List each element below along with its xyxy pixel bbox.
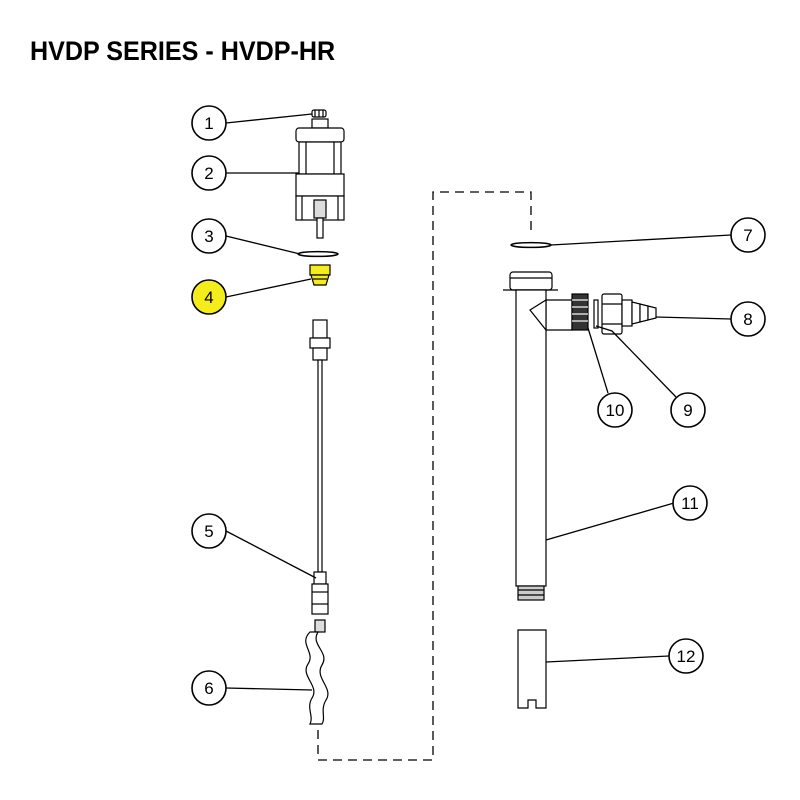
callout-9-circle xyxy=(670,392,706,428)
callout-7-label: 7 xyxy=(743,226,752,245)
callout-8: 8 xyxy=(730,301,766,337)
part-9-gasket xyxy=(593,299,599,329)
leader-6 xyxy=(225,687,313,691)
part-8-hose-barb xyxy=(601,293,657,335)
assembly-connector-line xyxy=(317,191,532,761)
callout-2-circle xyxy=(191,155,227,191)
leader-7 xyxy=(550,234,732,246)
callout-1: 1 xyxy=(191,105,227,141)
part-1-cap-screw xyxy=(311,109,327,118)
callout-9-label: 9 xyxy=(683,401,692,420)
callout-10-label: 10 xyxy=(606,401,625,420)
leader-12 xyxy=(545,655,670,663)
part-4-coupler xyxy=(309,264,331,286)
part-11-pump-tube xyxy=(503,271,573,601)
callout-12-circle xyxy=(668,638,704,674)
callout-5-circle xyxy=(191,513,227,549)
part-3-o-ring xyxy=(297,250,339,258)
callout-6-label: 6 xyxy=(204,679,213,698)
part-5-shaft xyxy=(309,319,331,615)
callout-11-circle xyxy=(672,485,708,521)
leader-1 xyxy=(225,113,313,124)
callout-8-circle xyxy=(730,301,766,337)
leader-9 xyxy=(595,325,677,398)
callout-3-label: 3 xyxy=(204,227,213,246)
callout-11: 11 xyxy=(672,485,708,521)
callout-11-label: 11 xyxy=(681,494,699,513)
callout-12: 12 xyxy=(668,638,704,674)
callout-9: 9 xyxy=(670,392,706,428)
leader-10 xyxy=(587,327,609,394)
callout-6-circle xyxy=(191,670,227,706)
callout-3-circle xyxy=(191,218,227,254)
part-7-o-ring xyxy=(510,241,552,249)
part-2-motor xyxy=(295,118,345,239)
callout-1-circle xyxy=(191,105,227,141)
part-6-rotor xyxy=(305,619,329,725)
callout-7-circle xyxy=(730,217,766,253)
callout-8-label: 8 xyxy=(743,310,752,329)
part-10-nut xyxy=(571,293,589,331)
leader-11 xyxy=(545,502,675,541)
callout-2-label: 2 xyxy=(204,164,213,183)
callout-4-circle xyxy=(191,279,227,315)
leader-4 xyxy=(225,278,312,298)
callout-4-label: 4 xyxy=(204,288,213,307)
part-12-foot xyxy=(517,629,547,709)
callout-10: 10 xyxy=(597,392,633,428)
callout-6: 6 xyxy=(191,670,227,706)
callout-5-label: 5 xyxy=(204,522,213,541)
callout-5: 5 xyxy=(191,513,227,549)
callout-1-label: 1 xyxy=(204,114,213,133)
leader-5 xyxy=(225,530,317,579)
callout-10-circle xyxy=(597,392,633,428)
leader-3 xyxy=(225,235,301,255)
callout-4: 4 xyxy=(191,279,227,315)
callout-2: 2 xyxy=(191,155,227,191)
callout-3: 3 xyxy=(191,218,227,254)
leader-8 xyxy=(655,316,732,320)
callout-7: 7 xyxy=(730,217,766,253)
diagram-title: HVDP SERIES - HVDP-HR xyxy=(30,36,336,66)
callout-12-label: 12 xyxy=(677,647,696,666)
